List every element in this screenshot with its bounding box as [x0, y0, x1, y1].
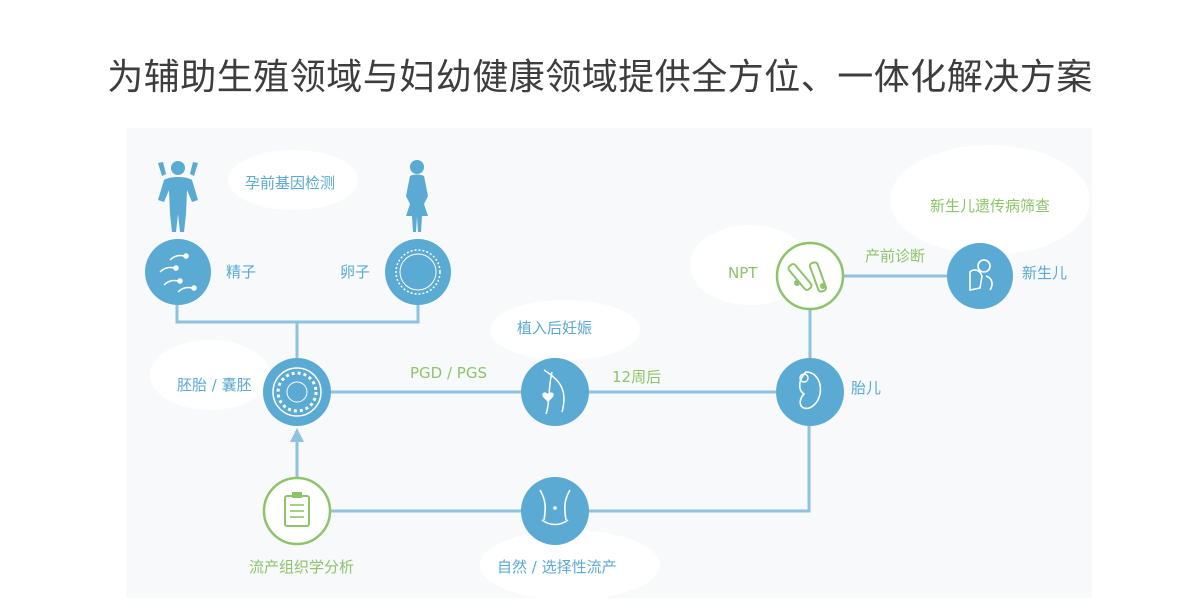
sperm-node[interactable]: [145, 239, 211, 305]
npt-node[interactable]: [775, 241, 845, 311]
cloud-highlight: [890, 145, 1090, 255]
egg-node[interactable]: [385, 239, 451, 305]
newborn-node[interactable]: [947, 243, 1013, 309]
embryo-node[interactable]: [263, 358, 331, 426]
prenatal-diagnosis-label: 产前诊断: [865, 247, 926, 265]
embryo-label: 胚胎 / 囊胚: [177, 376, 252, 394]
newborn-screening-label: 新生儿遗传病筛查: [930, 197, 1051, 215]
miscarriage-analysis-node[interactable]: [262, 476, 332, 546]
cloud-highlight: [150, 340, 270, 410]
natural-abortion-label: 自然 / 选择性流产: [497, 558, 617, 576]
male-silhouette-icon: [158, 161, 198, 232]
preconception-test-label: 孕前基因检测: [245, 174, 336, 192]
implant-pregnancy-label: 植入后妊娠: [517, 319, 593, 337]
sperm-to-embryo-line: [175, 305, 420, 324]
pgd-pgs-label: PGD / PGS: [410, 364, 487, 382]
egg-label: 卵子: [340, 263, 371, 281]
sperm-label: 精子: [226, 263, 257, 281]
week12-label: 12周后: [612, 368, 662, 386]
arrow-up-icon: [290, 428, 304, 442]
page-title: 为辅助生殖领域与妇幼健康领域提供全方位、一体化解决方案: [107, 57, 1093, 98]
cloud-highlight: [490, 300, 640, 360]
cloud-highlight: [480, 530, 660, 600]
connector-lines: [175, 274, 947, 513]
natural-to-fetus-line: [589, 426, 811, 513]
natural-abortion-node[interactable]: [521, 477, 589, 545]
newborn-label: 新生儿: [1022, 264, 1068, 282]
fetus-node[interactable]: [776, 358, 844, 426]
fetus-label: 胎儿: [851, 379, 882, 397]
miscarriage-analysis-label: 流产组织学分析: [249, 558, 355, 576]
cloud-highlight: [228, 150, 358, 210]
npt-label: NPT: [728, 264, 758, 282]
pregnancy-node[interactable]: [521, 358, 589, 426]
female-silhouette-icon: [406, 160, 428, 232]
